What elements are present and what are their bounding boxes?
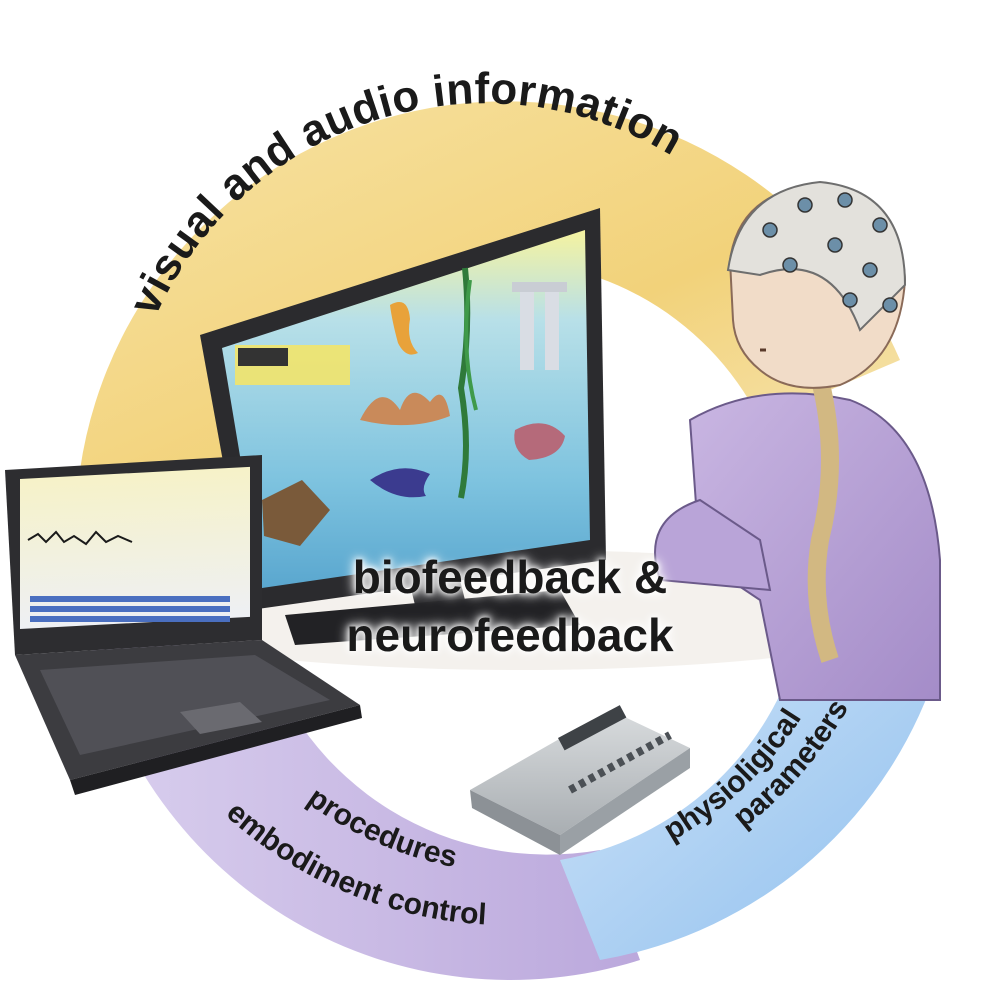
center-label-line1: biofeedback & <box>300 548 720 606</box>
center-label-line2: neurofeedback <box>300 606 720 664</box>
center-label: biofeedback & neurofeedback <box>300 548 720 664</box>
laptop-screen <box>20 467 250 629</box>
